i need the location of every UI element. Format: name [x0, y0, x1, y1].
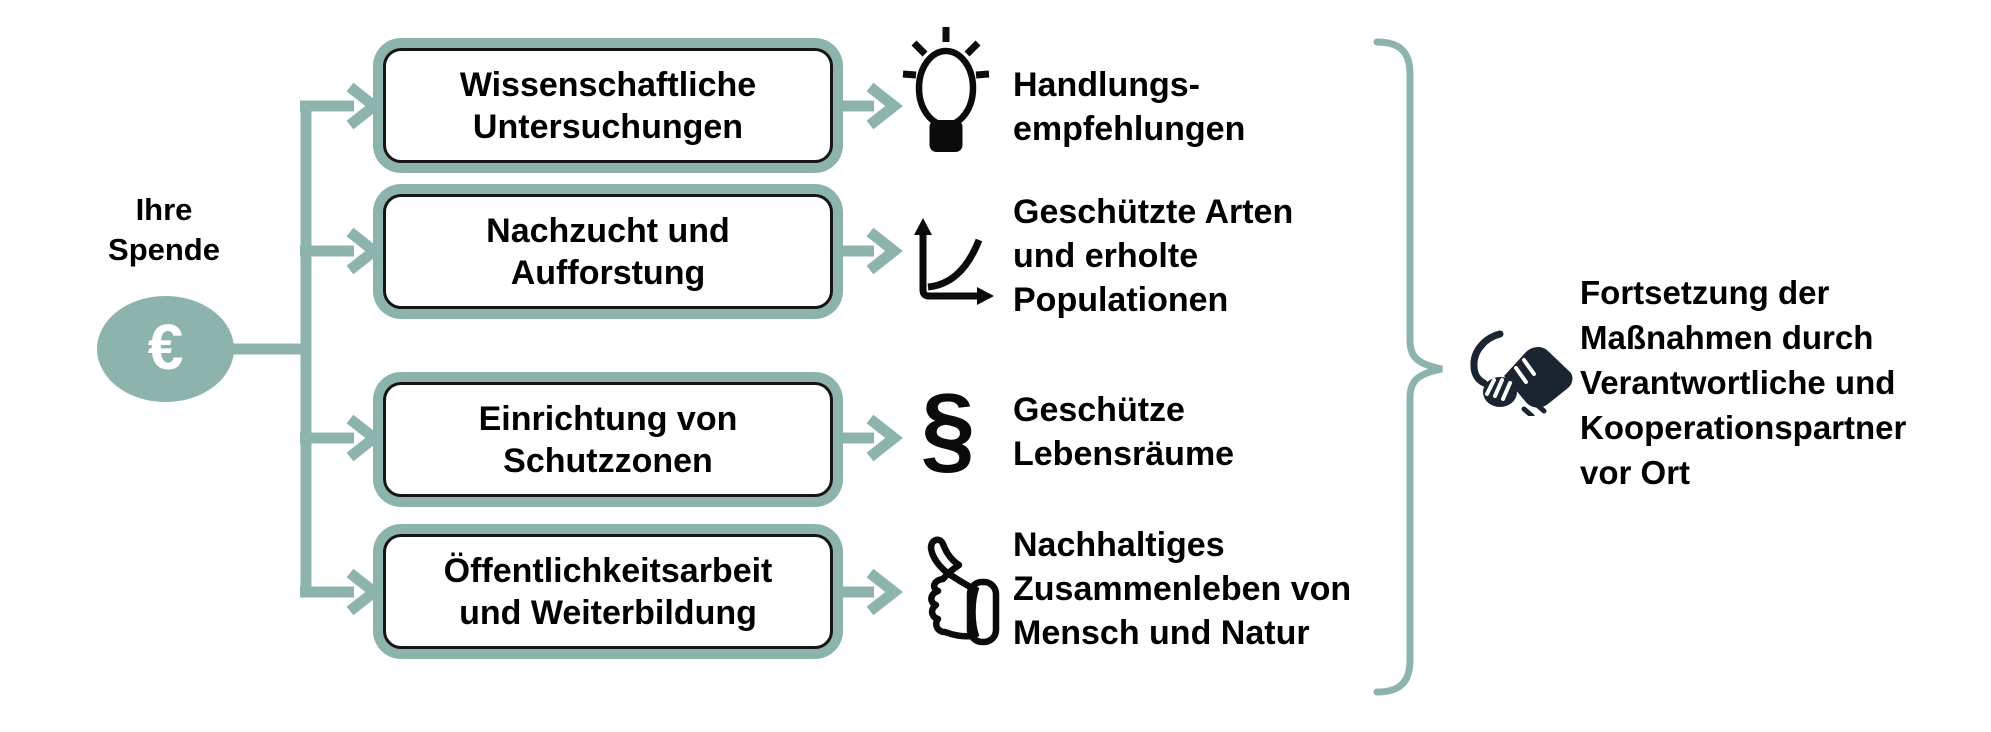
outcome-text-geschuetzte-arten: Geschützte Arten und erholte Populatione… — [1013, 193, 1294, 319]
outcome-text-geschuetzte-lebensraeume: Geschütze Lebensräume — [1013, 391, 1235, 473]
result-arrow-2 — [836, 227, 903, 275]
donation-label: Ihre Spende — [108, 192, 220, 267]
lightbulb-icon — [900, 24, 992, 158]
conclusion-text: Fortsetzung der Maßnahmen durch Verantwo… — [1580, 274, 1907, 491]
branch-arrow-1 — [300, 82, 383, 130]
activity-box-einrichtung-schutzzonen: Einrichtung von Schutzzonen — [383, 382, 833, 497]
activity-box-wissenschaftliche-untersuchungen: Wissenschaftliche Untersuchungen — [383, 48, 833, 163]
activity-box-oeffentlichkeitsarbeit-weiterbildung: Öffentlichkeitsarbeit und Weiterbildung — [383, 534, 833, 649]
thumbs-up-icon — [906, 528, 1000, 654]
branch-arrow-4 — [300, 568, 383, 616]
handshake-icon — [1468, 312, 1578, 416]
curly-brace — [1373, 38, 1443, 696]
branch-arrow-2 — [300, 227, 383, 275]
result-arrow-1 — [836, 82, 903, 130]
growth-chart-icon — [906, 216, 996, 306]
paragraph-sign-icon: § — [920, 373, 976, 483]
euro-icon: € — [147, 311, 184, 383]
result-arrow-3 — [836, 414, 903, 462]
outcome-text-handlungsempfehlungen: Handlungs- empfehlungen — [1013, 66, 1246, 148]
outcome-text-nachhaltiges-zusammenleben: Nachhaltiges Zusammenleben von Mensch un… — [1013, 526, 1352, 652]
euro-circle: € — [97, 296, 234, 402]
activity-box-nachzucht-aufforstung: Nachzucht und Aufforstung — [383, 194, 833, 309]
branch-arrow-3 — [300, 414, 383, 462]
result-arrow-4 — [836, 568, 903, 616]
